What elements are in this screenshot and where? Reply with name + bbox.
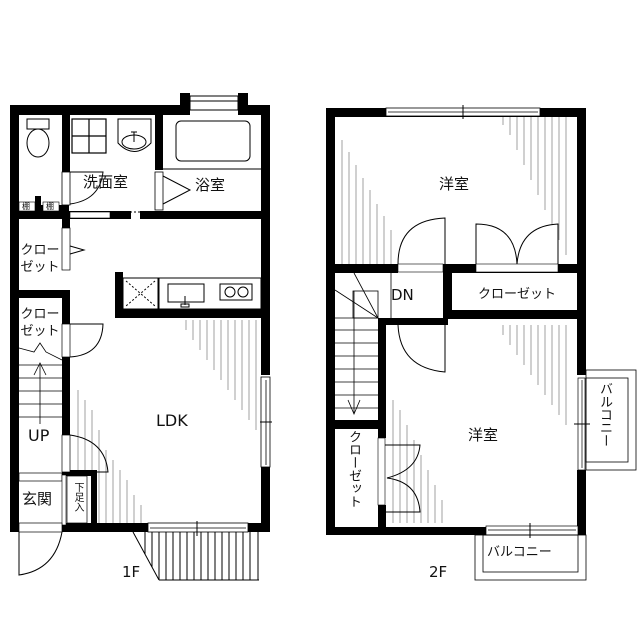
room-label-closet-mid: クローゼット [478,287,557,302]
bathtub-icon [163,120,261,170]
wash-basin-icon [117,118,152,152]
floor-label-1f: 1F [122,563,141,581]
washing-machine-icon [71,118,107,154]
closet-lower-line1: クロー [20,307,60,322]
room-label-ldk: LDK [156,411,188,430]
first-floor-plan [10,93,272,581]
room-label-washroom: 洗面室 [83,173,129,191]
room-label-closet-upper: クロー ゼット [18,242,62,276]
balcony-label-south: バルコニー [487,545,552,560]
closet-upper-line1: クロー [20,243,60,258]
floor-label-2f: 2F [429,563,448,581]
stairs-up-label: UP [28,426,50,445]
room-label-closet-vertical: クローゼット [346,430,361,508]
kitchen-counter [122,277,262,310]
room-label-closet-lower: クロー ゼット [18,306,62,340]
staircase-2f [334,272,392,416]
room-label-western-south: 洋室 [468,426,499,444]
room-label-entrance: 玄関 [22,490,53,508]
stairs-down-label: DN [391,286,414,304]
room-label-bathroom: 浴室 [195,176,226,194]
shelf-label-2: 棚 [46,202,54,211]
room-label-western-north: 洋室 [439,175,470,193]
staircase-1f [18,342,63,424]
shoe-box-label: 下足入 [72,482,83,512]
flooring-2f [341,117,567,523]
toilet-icon [26,118,50,158]
closet-upper-line2: ゼット [20,260,60,275]
closet-lower-line2: ゼット [20,324,60,339]
balcony-label-east: バルコニー [597,382,612,447]
shelf-label-1: 棚 [22,202,30,211]
deck [132,531,259,581]
second-floor-plan [326,105,637,581]
second-floor-walls [326,108,586,535]
